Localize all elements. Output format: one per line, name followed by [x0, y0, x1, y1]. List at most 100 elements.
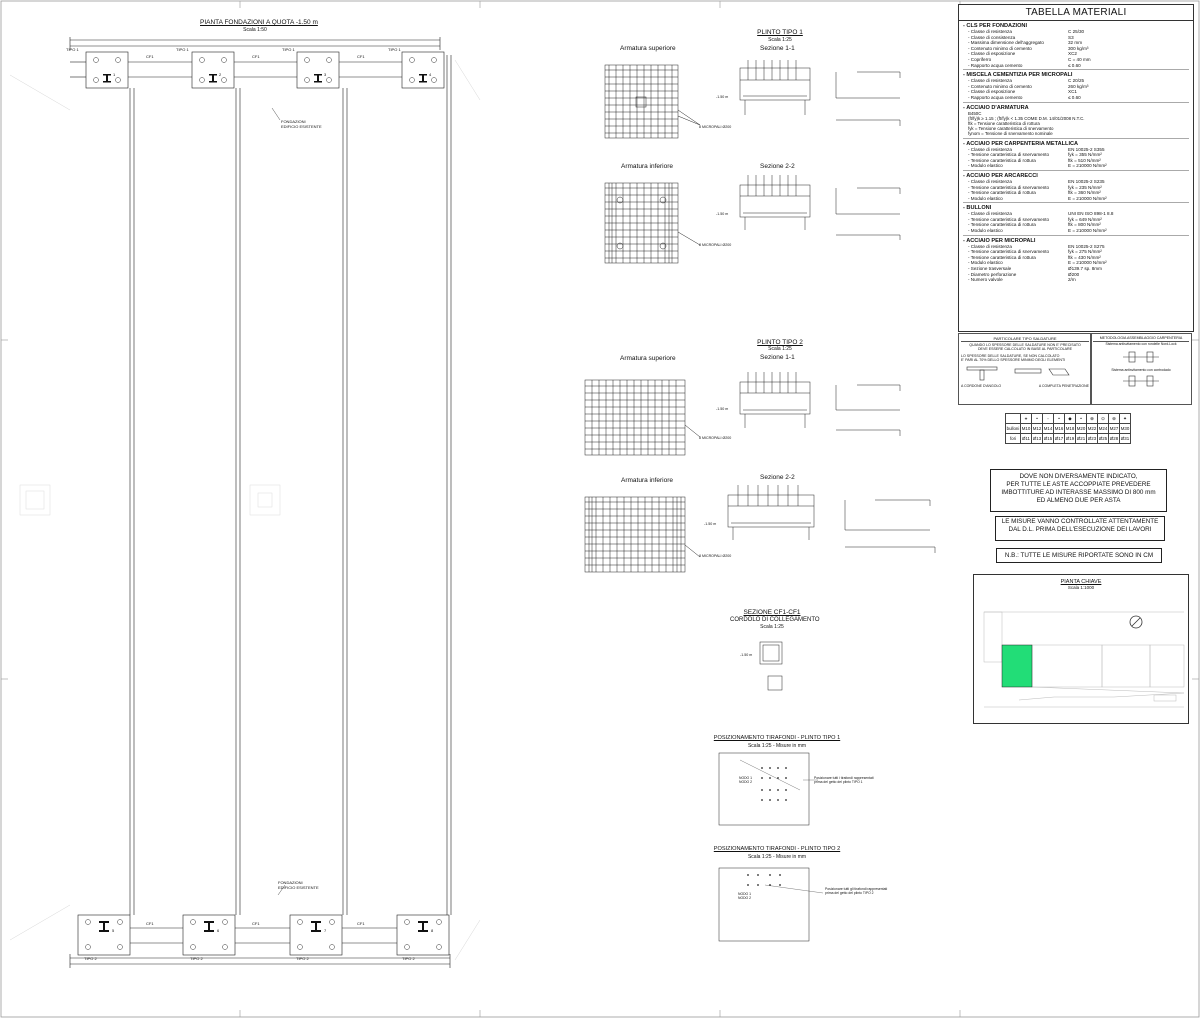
materials-value: 2/m: [1068, 277, 1076, 283]
bolt-cell: M12: [1031, 423, 1043, 434]
plinto-2-sezione-1-1: [739, 372, 811, 428]
materials-row: - Massima dimensione dell'aggregato 32 mm: [959, 40, 1193, 46]
materials-key: - Modulo elastico: [968, 195, 1003, 201]
plinth-number: 2: [219, 72, 222, 77]
plinto-2-armatura-inferiore: [584, 496, 701, 573]
plinto-1-armatura-inferiore: [604, 182, 701, 264]
plinto-2-armatura-superiore: [584, 379, 701, 456]
materials-row: - Numero valvole 2/m: [959, 277, 1193, 283]
materials-value: E = 210000 N/mm²: [1068, 260, 1107, 266]
bolt-cell: M24: [1097, 423, 1109, 434]
plinto-1-armatura-sup-label: Armatura superiore: [620, 45, 676, 52]
materials-note: (ft/fy)k ≥ 1.15 ; (ft/fy)k < 1.35 COME D…: [968, 115, 1085, 121]
materials-value: XC1: [1068, 89, 1077, 95]
materials-key: - Rapporto acqua cemento: [968, 94, 1023, 100]
beam-label: CF1: [357, 921, 365, 926]
materials-value: Ø200: [1068, 271, 1080, 277]
tirafondi-1-title: POSIZIONAMENTO TIRAFONDI - PLINTO TIPO 1: [713, 735, 841, 741]
weld-detail-text1: QUANDO LO SPESSORE DELLE SALDATURE NON E…: [969, 343, 1081, 352]
tipo-label: TIPO 2: [190, 956, 203, 961]
materials-value: 300 kg/m³: [1068, 45, 1089, 51]
materials-key: - Modulo elastico: [968, 228, 1003, 234]
materials-key: - Classe di resistenza: [968, 211, 1012, 217]
materials-value: E = 210000 N/mm²: [1068, 195, 1107, 201]
materials-value: 32 mm: [1068, 40, 1083, 46]
fondazioni-label: FONDAZIONI EDIFICIO ESISTENTE: [278, 880, 319, 890]
materials-key: - Massima dimensione dell'aggregato: [968, 40, 1044, 46]
materials-key: - Numero valvole: [968, 277, 1003, 283]
assembly-detail-box: METODOLOGIA ASSEMBLAGGIO CARPENTERIA Sis…: [1090, 333, 1192, 405]
micropali-label: 8 MICROPALI Ø200: [699, 554, 732, 558]
quota-label: -1.50 m: [716, 407, 729, 411]
key-plan: PIANTA CHIAVE Scala 1:1000: [973, 574, 1189, 724]
materials-value: fyk = 275 N/mm²: [1068, 249, 1102, 255]
hole-cell: Ø23: [1086, 433, 1098, 444]
plinth-number: 5: [112, 928, 115, 933]
weld-detail-box: PARTICOLARE TIPO SALDATURE QUANDO LO SPE…: [958, 333, 1092, 405]
micropali-label: 8 MICROPALI Ø200: [699, 436, 732, 440]
materials-key: - Diametro perforazione: [968, 271, 1017, 277]
plinto-1-armatura-superiore: [604, 64, 701, 139]
materials-row: - Rapporto acqua cemento≤ 0.60: [959, 95, 1193, 101]
materials-value: C 20/25: [1068, 78, 1085, 84]
micropali-label: 8 MICROPALI Ø200: [699, 243, 732, 247]
assembly-detail-title: METODOLOGIA ASSEMBLAGGIO CARPENTERIA: [1093, 336, 1189, 342]
materials-key: - Classe di resistenza: [968, 178, 1012, 184]
quota-label: -1.50 m: [716, 95, 729, 99]
note-misure: LE MISURE VANNO CONTROLLATE ATTENTAMENTE…: [995, 516, 1165, 541]
plinto-1-sezione-1-label: Sezione 1-1: [760, 45, 795, 52]
materials-key: - Tensione caratteristica di snervamento: [968, 216, 1050, 222]
cordolo-section: [759, 641, 783, 691]
hole-cell: Ø17: [1053, 433, 1065, 444]
materials-key: - Classe di consistenza: [968, 34, 1016, 40]
key-plan-drawing: [983, 611, 1185, 708]
plinth-number: 4: [429, 72, 432, 77]
hole-cell: Ø15: [1042, 433, 1054, 444]
plinto-2-sezione-2-2: [727, 485, 815, 540]
bolt-sketch: [1123, 351, 1159, 363]
weld-detail-text2: LO SPESSORE DELLE SALDATURE, SE NON CALC…: [961, 353, 1066, 363]
materials-row: - Classe di esposizione XC2: [959, 51, 1193, 57]
materials-value: ≤ 0.60: [1068, 62, 1081, 68]
materials-key: - Classe di esposizione: [968, 51, 1016, 57]
materials-value: XC2: [1068, 51, 1077, 57]
tipo-label: TIPO 2: [84, 956, 97, 961]
materials-key: - Classe di resistenza: [968, 243, 1012, 249]
materials-key: - Classe di resistenza: [968, 29, 1012, 34]
materials-key: - Contenuto minimo di cemento: [968, 83, 1032, 89]
materials-key: - Tensione caratteristica di rottura: [968, 254, 1036, 260]
materials-value: EN 10025-2 S355: [1068, 146, 1105, 152]
bolt-sketch-2: [1123, 375, 1159, 387]
weld-foot-1: A CORDONE D'ANGOLO: [961, 383, 1002, 388]
materials-table: TABELLA MATERIALI - CLS PER FONDAZIONI- …: [958, 4, 1194, 332]
materials-row: - Modulo elastico E = 210000 N/mm²: [959, 196, 1193, 202]
materials-key: - Contenuto minimo di cemento: [968, 45, 1032, 51]
materials-title: TABELLA MATERIALI: [1025, 7, 1127, 18]
materials-value: fyk = 355 N/mm²: [1068, 152, 1102, 158]
materials-key: - Tensione caratteristica di snervamento: [968, 249, 1050, 255]
plinto-1-title: PLINTO TIPO 1: [757, 29, 803, 36]
note-nb: N.B.: TUTTE LE MISURE RIPORTATE SONO IN …: [996, 548, 1162, 563]
bolt-label: bulloni: [1005, 423, 1021, 434]
hole-cell: Ø19: [1064, 433, 1076, 444]
materials-value: EN 10025-2 S275: [1068, 243, 1105, 249]
materials-key: - Modulo elastico: [968, 163, 1003, 169]
bolt-cell: M18: [1064, 423, 1076, 434]
plinto-2-armatura-inf-label: Armatura inferiore: [621, 477, 674, 484]
bolt-cell: M20: [1075, 423, 1087, 434]
plinto-1-armatura-inf-label: Armatura inferiore: [621, 163, 674, 170]
hole-cell: Ø13: [1031, 433, 1043, 444]
plinth-number: 7: [324, 928, 327, 933]
assembly-text-2: Sistema antisvitamento con controdado: [1111, 368, 1171, 372]
bolt-icons-row: ⌖•◦•◆•⊕⊙⊛✦: [1005, 413, 1131, 424]
micropali-label: 8 MICROPALI Ø200: [699, 125, 732, 129]
materials-key: - Tensione caratteristica di rottura: [968, 222, 1036, 228]
